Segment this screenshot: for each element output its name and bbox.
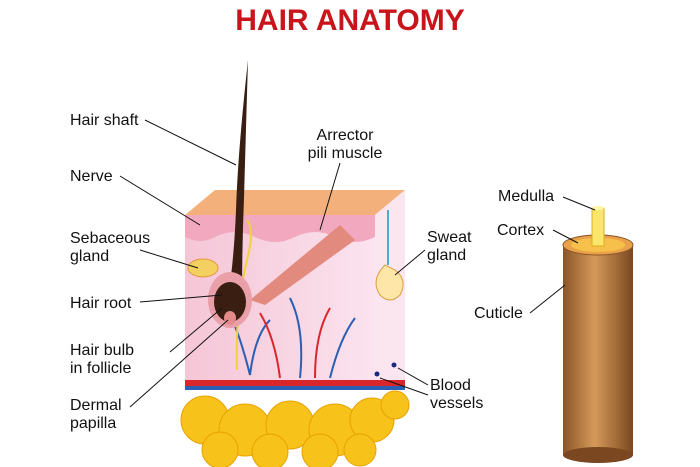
arrector-pili-muscle (250, 225, 355, 305)
label-cortex: Cortex (497, 222, 544, 239)
hair-bulb (214, 282, 246, 322)
epidermis-layer (185, 215, 375, 242)
diagram-shape (139, 249, 199, 269)
label-hair-bulb-1: Hair bulb (70, 342, 134, 359)
fat-layer (180, 390, 410, 467)
label-hair-bulb-2: in follicle (70, 360, 131, 377)
label-sweat-1: Sweat (427, 229, 472, 246)
diagram-shape (201, 431, 239, 467)
epidermis-top (185, 190, 405, 215)
label-sebaceous-1: Sebaceous (70, 230, 150, 247)
label-hair-shaft: Hair shaft (70, 112, 139, 129)
arterioles (259, 307, 331, 379)
diagram-shape (391, 362, 397, 368)
diagram-shape (144, 119, 237, 166)
diagram-shape (529, 284, 566, 314)
label-arrector-1: Arrector (317, 127, 375, 144)
label-arrector-2: pili muscle (308, 145, 383, 162)
dermal-papilla (224, 311, 236, 325)
cuticle-layer (563, 245, 633, 455)
diagram-shape (563, 447, 633, 463)
label-cuticle: Cuticle (474, 305, 523, 322)
label-blood-1: Blood (430, 377, 471, 394)
hair-cylinder (562, 206, 634, 463)
label-blood-2: vessels (430, 395, 483, 412)
label-dermal-1: Dermal (70, 397, 122, 414)
diagram-title: HAIR ANATOMY (235, 4, 464, 37)
diagram-shape (301, 433, 339, 467)
diagram-shape (592, 206, 604, 210)
label-medulla: Medulla (498, 188, 554, 205)
vein (185, 386, 405, 390)
label-hair-root: Hair root (70, 295, 132, 312)
diagram-shape (119, 175, 201, 226)
leader-lines (119, 119, 596, 408)
hair-shaft (228, 60, 248, 298)
labels: Hair shaft Nerve Sebaceous gland Hair ro… (70, 112, 554, 432)
label-sweat-2: gland (427, 247, 466, 264)
diagram-shape (394, 249, 426, 276)
diagram-shape (343, 433, 377, 467)
diagram-shape (374, 371, 380, 377)
label-sebaceous-2: gland (70, 248, 109, 265)
artery (185, 380, 405, 386)
diagram-shape (319, 162, 341, 231)
diagram-shape (139, 294, 223, 303)
label-nerve: Nerve (70, 168, 113, 185)
diagram-shape (251, 433, 289, 467)
diagram-shape (380, 390, 410, 420)
diagram-shape (397, 367, 429, 386)
diagram-shape (379, 377, 429, 396)
medulla-rod (591, 207, 605, 247)
nerve-fiber (235, 219, 252, 371)
hair (208, 60, 252, 328)
diagram-shape (552, 229, 579, 244)
capillaries (229, 297, 356, 379)
label-dermal-2: papilla (70, 415, 116, 432)
skin-block (180, 190, 410, 467)
sebaceous-gland (187, 258, 219, 278)
diagram-shape (129, 319, 229, 408)
diagram-shape (562, 196, 596, 211)
diagram-shape (169, 307, 223, 353)
